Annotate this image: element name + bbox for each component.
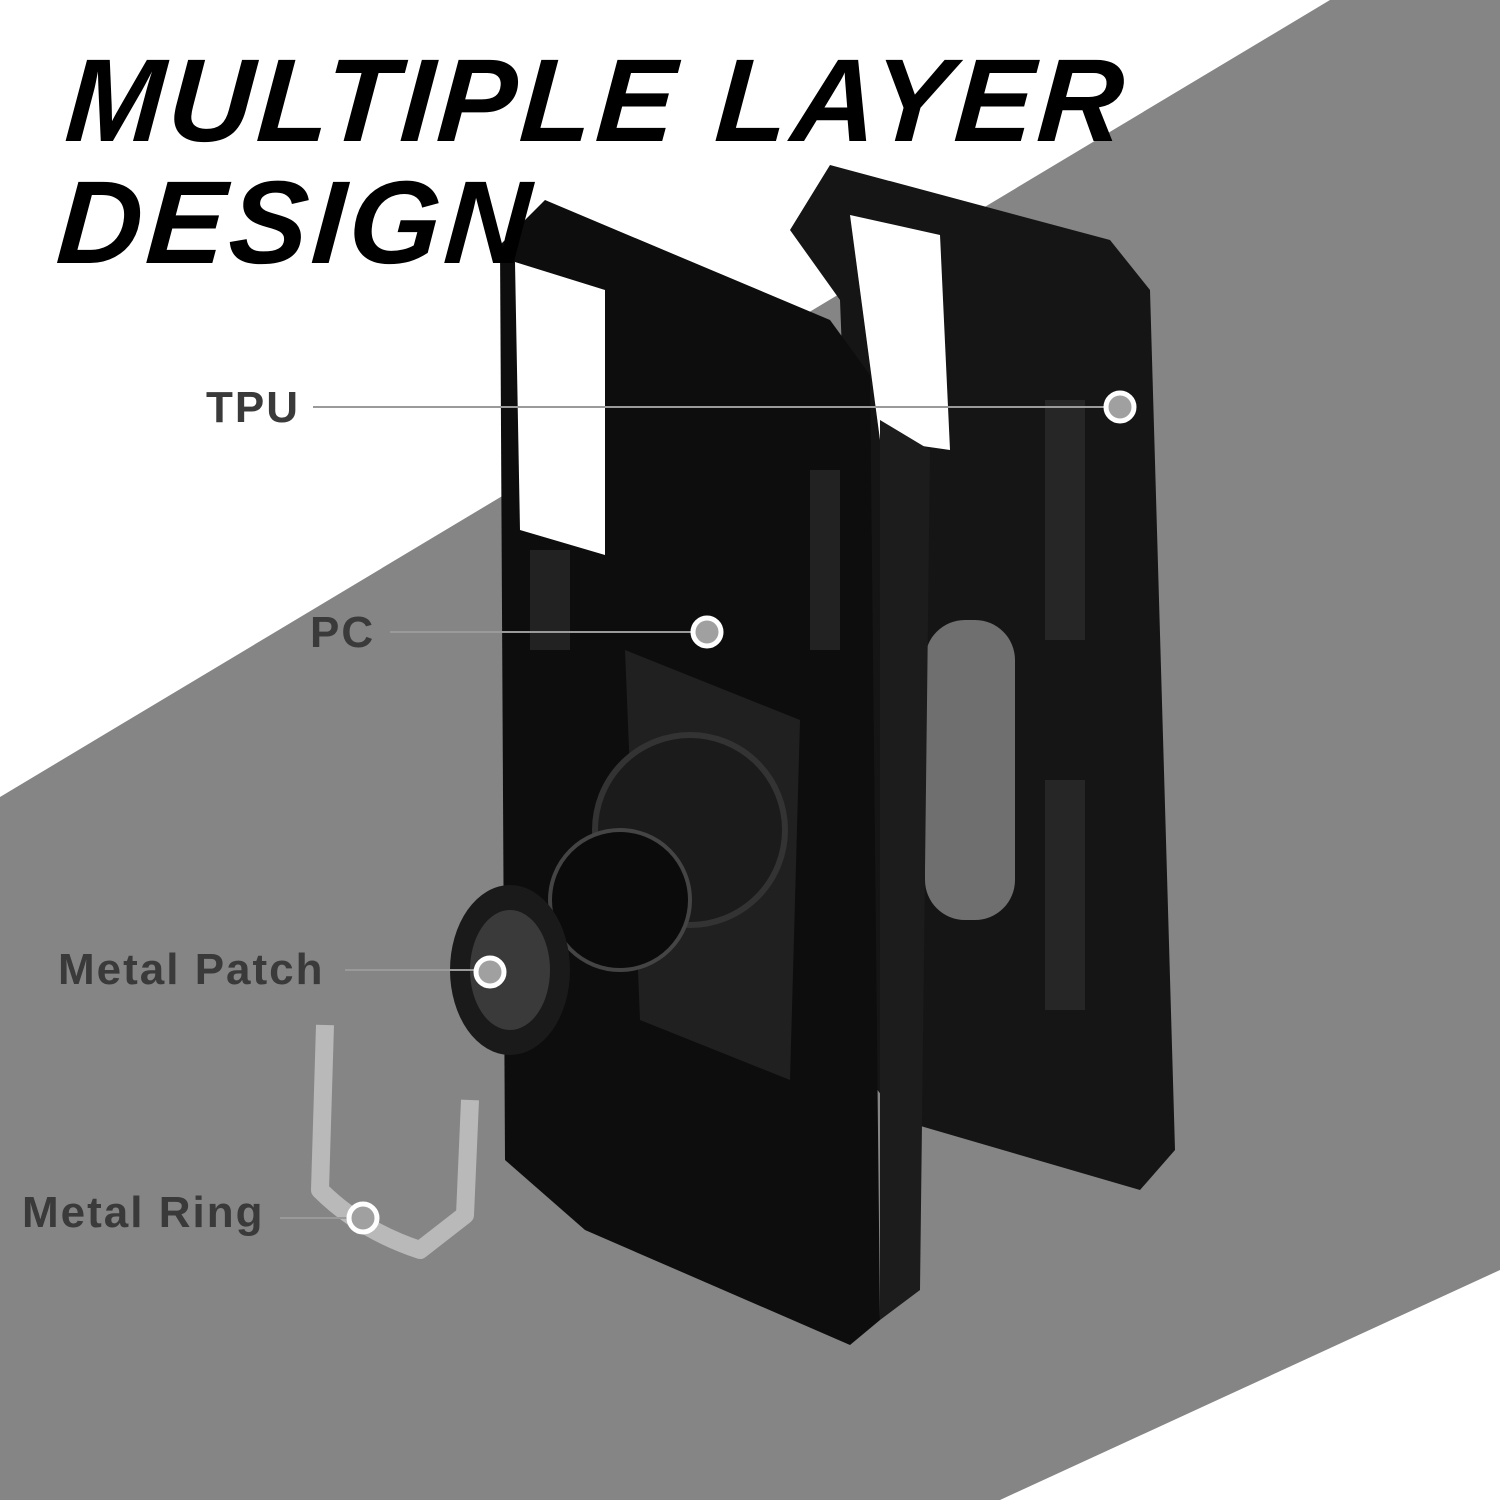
- callout-metal-patch: Metal Patch: [58, 945, 325, 994]
- metal-patch-marker-dot: [473, 955, 507, 989]
- headline-line-2: DESIGN: [53, 157, 539, 289]
- tpu-marker-dot: [1103, 390, 1137, 424]
- callout-pc: PC: [310, 608, 376, 657]
- pc-case-image: [500, 200, 930, 1345]
- callout-markers: [280, 406, 1105, 1219]
- callout-tpu: TPU: [206, 383, 300, 432]
- headline: MULTIPLE LAYER DESIGN: [53, 35, 1133, 289]
- callout-metal-ring: Metal Ring: [22, 1188, 265, 1237]
- metal-patch-image: [450, 885, 570, 1055]
- metal-ring-marker-dot: [346, 1201, 380, 1235]
- headline-line-1: MULTIPLE LAYER: [61, 35, 1133, 167]
- pc-marker-dot: [690, 615, 724, 649]
